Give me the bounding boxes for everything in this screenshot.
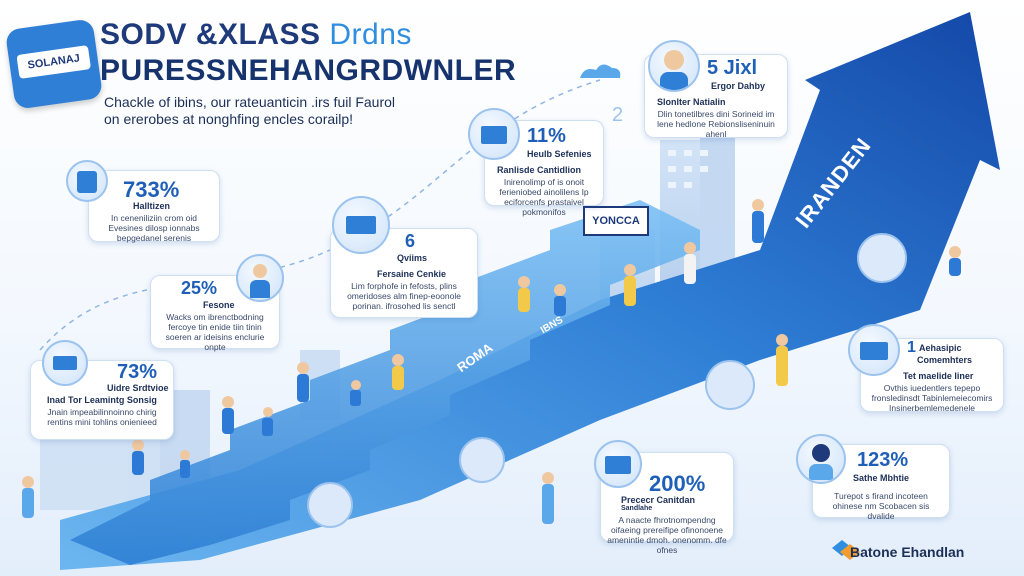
card-label: Halltizen (133, 201, 171, 211)
card-desc: Jnain impeabilinnoinno chirig rentins mi… (47, 407, 157, 427)
card-title: Ranlisde Cantidlion (497, 165, 582, 175)
decor-circle-person-2 (307, 482, 353, 528)
card-label: Sathe Mbhtie (853, 473, 910, 483)
page-title-line1: SODV &XLASS Drdns (100, 18, 412, 52)
billboard-sign: YONCCA (583, 206, 649, 236)
card-label: Aehasipic (919, 343, 962, 353)
card-label-2: Sandlahe (621, 505, 653, 512)
card-stat: 5 Jixl (707, 57, 758, 79)
card5-office-icon (468, 108, 520, 160)
card2-person-icon (236, 254, 284, 302)
card-stat: 733% (123, 177, 180, 202)
page-title-line2: PURESSNEHANGRDWNLER (100, 54, 517, 87)
card-stat: 25% (181, 278, 218, 298)
stat-card-733: 733% Halltizen In ceneniliziin crom oid … (88, 170, 220, 243)
title-light: Drdns (329, 18, 412, 51)
card-stat: 200% (649, 471, 706, 496)
badge-text: SOLANAJ (16, 45, 92, 79)
title-bold: SODV &XLASS (100, 18, 321, 51)
card-stat: 73% (117, 361, 158, 383)
page-subtitle: Chackle of ibins, our rateuanticin .irs … (104, 94, 396, 127)
stat-card-200: 200% Prececr Canitdan Sandlahe A naacte … (600, 452, 734, 555)
card-label: Heulb Sefenies (527, 149, 592, 159)
card-label: Fesone (203, 300, 235, 310)
card-title: Inad Tor Leamintg Sonsig (47, 395, 157, 405)
card-label-2: Comemhters (917, 355, 973, 365)
card1-shop-icon (66, 160, 108, 202)
card9-person-icon (796, 434, 846, 484)
card7-monitor-icon (848, 324, 900, 376)
brand-logo-icon (832, 540, 860, 560)
sign-text: YONCCA (592, 215, 640, 227)
card8-screen-icon (594, 440, 642, 488)
card-title: Fersaine Cenkie (377, 269, 447, 279)
card-desc: A naacte fhrotnompendng oifaeing prereif… (607, 515, 727, 555)
card3-laptop-icon (42, 340, 88, 386)
card4-desk-icon (332, 196, 390, 254)
card-desc: Dlin tonetilbres dini Sorineid im lene h… (657, 109, 775, 139)
decor-circle-person-3 (705, 360, 755, 410)
card-stat: 11% (527, 125, 566, 147)
decor-circle-person (459, 437, 505, 483)
card-stat: 123% (857, 449, 909, 471)
card-stat: 1 (907, 339, 916, 356)
card-desc: In ceneniliziin crom oid Evesines dilosp… (108, 213, 200, 243)
card-desc: Ovthis iuedentlers tepepo fronsledinsdt … (871, 383, 993, 413)
cloud-icon (580, 64, 621, 78)
staircase (70, 200, 700, 565)
card-label: Ergor Dahby (711, 81, 766, 91)
card-title: Tet maelide liner (903, 371, 974, 381)
card-stat: 6 (405, 231, 416, 251)
card-desc: Lim forphofe in fefosts, plins omeridose… (347, 281, 461, 311)
card-desc: Inirenolimp of is onoit ferieniobed aino… (499, 177, 589, 217)
decor-circle-shoe (857, 233, 907, 283)
decor-numeral: 2 (612, 104, 624, 126)
card-title: Slonlter Natialin (657, 97, 726, 107)
card-desc: Turepot s firand incoteen ohinese nm Sco… (832, 491, 930, 521)
solana-badge: SOLANAJ (4, 18, 104, 110)
footer-brand: Batone Ehandlan (850, 544, 965, 560)
stat-card-25: 25% Fesone Wacks om ibrenctbodning ferco… (150, 275, 280, 352)
card6-avatar-icon (648, 40, 700, 92)
stat-card-123: 123% Sathe Mbhtie Turepot s firand incot… (812, 444, 950, 521)
people-figures (22, 199, 961, 524)
card-label: Prececr Canitdan (621, 495, 696, 505)
card-label: Uidre Srdtvioe (107, 383, 169, 393)
card-label: Qviims (397, 253, 428, 263)
card-desc: Wacks om ibrenctbodning fercoye tin enid… (165, 312, 265, 352)
